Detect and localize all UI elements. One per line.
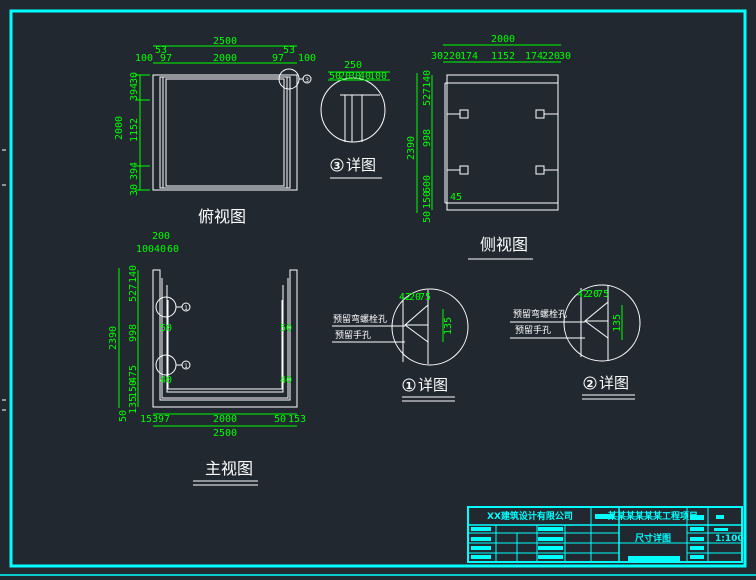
side-view: 2000 30 220 174 1152 174 220 30 2390 140… bbox=[406, 34, 571, 260]
side-view-title: 侧视图 bbox=[480, 235, 528, 254]
dim-side-v-f: 50 bbox=[422, 211, 433, 223]
detail2-title: 详图 bbox=[599, 374, 629, 392]
dim-front-bottom-r1: 50 bbox=[274, 414, 286, 425]
dim-front-top-b: 40 bbox=[154, 244, 166, 255]
dim-front-inner-a: 50 bbox=[160, 323, 172, 334]
dim-top-right-c: 97 bbox=[272, 53, 284, 64]
detail-2: 135 42 20 75 预留弯螺栓孔 预留手孔 2 详图 bbox=[510, 284, 641, 400]
dim-front-inner-a-right: 50 bbox=[280, 323, 292, 334]
dim-d1-v: 135 bbox=[443, 317, 454, 335]
dim-d3-c: 30 bbox=[349, 71, 361, 82]
project-name: 某某某某某某工程项目 bbox=[608, 510, 698, 522]
dim-top-v-b: 394 bbox=[129, 83, 140, 101]
dim-d3-e: 100 bbox=[369, 71, 387, 82]
dim-side-e: 220 bbox=[542, 51, 560, 62]
dim-top-inner: 2000 bbox=[213, 53, 237, 64]
dim-front-v-b: 527 bbox=[128, 284, 139, 302]
dim-front-v-a: 140 bbox=[128, 265, 139, 283]
dim-top-v-mid: 1152 bbox=[129, 118, 140, 142]
dim-front-inner-b: 40 bbox=[160, 375, 172, 386]
dim-top-v-d: 30 bbox=[129, 184, 140, 196]
dim-side-v-c: 998 bbox=[422, 129, 433, 147]
dim-side-f: 30 bbox=[559, 51, 571, 62]
dim-d2-v: 135 bbox=[612, 314, 623, 332]
detail2-leader-2: 预留手孔 bbox=[515, 324, 551, 336]
dim-d1-b: 20 bbox=[409, 292, 421, 303]
dim-side-mid: 1152 bbox=[491, 51, 515, 62]
dim-top-right-a: 100 bbox=[298, 53, 316, 64]
detail2-leader-1: 预留弯螺栓孔 bbox=[513, 308, 567, 320]
front-view: 1 1 200 100 40 60 2390 140 527 998 475 1… bbox=[108, 231, 306, 486]
dim-front-v-e: 150 bbox=[128, 380, 139, 398]
dim-top-v-total: 2000 bbox=[114, 116, 125, 140]
dim-side-v-d: 600 bbox=[422, 175, 433, 193]
top-view-title: 俯视图 bbox=[198, 207, 246, 226]
dim-side-diag: 45 bbox=[450, 192, 462, 203]
dim-front-overall: 2500 bbox=[213, 428, 237, 439]
dim-front-v-c: 998 bbox=[128, 324, 139, 342]
dim-side-b: 220 bbox=[443, 51, 461, 62]
dim-front-inner-b-right: 40 bbox=[280, 375, 292, 386]
detail-3: 250 50 20 30 40 100 3 详图 bbox=[320, 60, 390, 179]
dim-top-left-a: 100 bbox=[135, 53, 153, 64]
detail1-number: 1 bbox=[406, 381, 413, 392]
dim-d3-d: 40 bbox=[359, 71, 371, 82]
front-view-title: 主视图 bbox=[205, 459, 253, 478]
front-callout-2: 1 bbox=[184, 363, 188, 370]
dim-front-bottom-r2: 153 bbox=[288, 414, 306, 425]
dim-front-v-d: 475 bbox=[128, 365, 139, 383]
dim-side-v-b: 527 bbox=[422, 88, 433, 106]
dim-front-v-g: 50 bbox=[118, 410, 129, 422]
dim-front-v-total: 2390 bbox=[108, 326, 119, 350]
dim-side-d: 174 bbox=[525, 51, 543, 62]
dim-top-left-c: 97 bbox=[160, 53, 172, 64]
dim-top-left-b: 53 bbox=[155, 45, 167, 56]
dim-front-top-a: 100 bbox=[136, 244, 154, 255]
side-bolts bbox=[447, 109, 558, 175]
company-name: XX建筑设计有限公司 bbox=[487, 510, 573, 522]
detail2-number: 2 bbox=[587, 379, 594, 390]
top-view: 3 2500 2000 100 53 97 97 53 100 30 394 1… bbox=[114, 36, 316, 226]
detail3-title: 详图 bbox=[346, 156, 376, 174]
dim-front-bottom-l1: 153 bbox=[140, 414, 158, 425]
dim-front-v-f: 135 bbox=[128, 396, 139, 414]
dim-side-overall: 2000 bbox=[491, 34, 515, 45]
dim-d3-a: 50 bbox=[329, 71, 341, 82]
dim-d1-c: 75 bbox=[419, 292, 431, 303]
dim-top-right-b: 53 bbox=[283, 45, 295, 56]
dim-d2-a: 42 bbox=[577, 289, 589, 300]
drawing-scale: 1:100 bbox=[715, 534, 744, 544]
detail1-leader-1: 预留弯螺栓孔 bbox=[333, 313, 387, 325]
dim-front-bottom-mid: 2000 bbox=[213, 414, 237, 425]
detail1-title: 详图 bbox=[418, 376, 448, 394]
dim-front-top-c: 60 bbox=[167, 244, 179, 255]
dim-side-c: 174 bbox=[460, 51, 478, 62]
dim-d3-b: 20 bbox=[339, 71, 351, 82]
dim-side-v-total: 2390 bbox=[406, 136, 417, 160]
detail3-number: 3 bbox=[334, 161, 341, 172]
dim-d1-a: 42 bbox=[399, 292, 411, 303]
dim-front-bottom-l2: 97 bbox=[158, 414, 170, 425]
drawing-name: 尺寸详图 bbox=[635, 532, 671, 544]
dim-side-v-e: 150 bbox=[422, 191, 433, 209]
dim-d2-b: 20 bbox=[587, 289, 599, 300]
dim-top-v-c: 394 bbox=[129, 162, 140, 180]
front-callout-1: 1 bbox=[184, 305, 188, 312]
top-callout-number: 3 bbox=[305, 77, 309, 84]
dim-top-overall: 2500 bbox=[213, 36, 237, 47]
dim-side-v-a: 140 bbox=[422, 70, 433, 88]
dim-d3-total: 250 bbox=[344, 60, 362, 71]
title-block: XX建筑设计有限公司 某某某某某某工程项目 尺寸详图 1:100 bbox=[467, 506, 744, 563]
drawing-frame bbox=[0, 9, 756, 576]
dim-side-a: 30 bbox=[431, 51, 443, 62]
detail1-leader-2: 预留手孔 bbox=[335, 329, 371, 341]
detail-1: 135 42 20 75 预留弯螺栓孔 预留手孔 1 详图 bbox=[332, 288, 469, 402]
dim-front-top: 200 bbox=[152, 231, 170, 242]
dim-d2-c: 75 bbox=[597, 289, 609, 300]
dim-top-v-a: 30 bbox=[129, 72, 140, 84]
